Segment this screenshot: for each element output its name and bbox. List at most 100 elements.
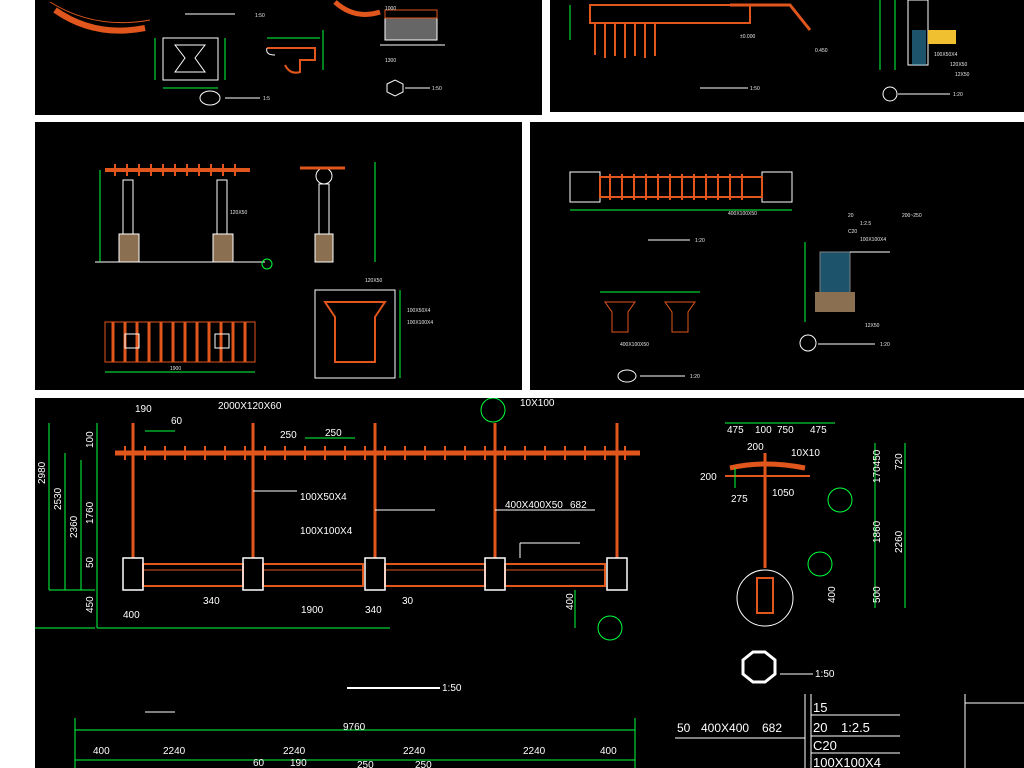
- scale-label: 1:20: [690, 374, 700, 380]
- spec-cell: C20: [813, 738, 837, 753]
- dim-label: 250: [357, 760, 374, 768]
- scale-label: 1:50: [255, 13, 265, 19]
- dim-label: 30: [402, 596, 414, 607]
- dim-label: 400: [123, 610, 140, 621]
- dim-label: 200: [747, 442, 764, 453]
- scale-label: 1:20: [953, 92, 963, 98]
- dim-label: 170450: [872, 449, 883, 483]
- dim-label: 10X10: [791, 448, 820, 459]
- tag-label: 10X100: [520, 398, 555, 409]
- note-label: 400X100X50: [728, 211, 757, 217]
- dim-label: 1900: [170, 366, 181, 372]
- dim-label: 2240: [523, 746, 546, 757]
- detail-marker-icon: [882, 86, 898, 102]
- detail-marker-icon: [386, 79, 404, 97]
- spec-label: C20: [848, 229, 857, 235]
- dim-label: 750: [777, 425, 794, 436]
- note-label: 120X50: [950, 62, 967, 68]
- spec-label: 20: [848, 213, 854, 219]
- top-beam-label: 2000X120X60: [218, 401, 282, 412]
- dim-label: 60: [171, 416, 183, 427]
- base-label: 400X400X50: [505, 500, 563, 511]
- panel-top-right: ±0.000 0.450 1:50 100X50X4 120X50 12X50 …: [550, 0, 1024, 112]
- scale-label: 1:50: [432, 86, 442, 92]
- spec-cell: 20: [813, 720, 827, 735]
- drawing-top-right: ±0.000 0.450 1:50 100X50X4 120X50 12X50 …: [569, 0, 970, 102]
- dim-label: 1760: [85, 501, 96, 524]
- panel-mid-left: 120X50 1900 120X50 100X50X4 100X100X4: [35, 122, 522, 390]
- section-marker-icon: [741, 650, 777, 684]
- dim-label: 2530: [53, 487, 64, 510]
- dim-label: 1000: [385, 6, 396, 12]
- purlin-label: 100X50X4: [300, 492, 347, 503]
- scale-label: 1:5: [263, 96, 270, 102]
- spec-label: 100X100X4: [860, 237, 886, 243]
- note-label: 12X50: [955, 72, 970, 78]
- dim-label: 500: [872, 586, 883, 603]
- dim-label: 475: [727, 425, 744, 436]
- dim-label: 2980: [37, 461, 48, 484]
- dim-label: 120X50: [230, 210, 247, 216]
- dim-label: 475: [810, 425, 827, 436]
- dim-label: 60: [253, 758, 265, 768]
- dim-label: 1860: [872, 520, 883, 543]
- dim-label: 400: [827, 586, 838, 603]
- dim-label: 200: [700, 472, 717, 483]
- detail-marker-icon: [597, 615, 623, 641]
- dim-label: 340: [203, 596, 220, 607]
- drawing-mid-right: 400X100X50 1:20 400X100X50 1:20 20 1:2.5…: [569, 171, 922, 383]
- scale-label: 1:20: [695, 238, 705, 244]
- dim-label: 682: [570, 500, 587, 511]
- dim-label: 250: [280, 430, 297, 441]
- dim-label: 400: [600, 746, 617, 757]
- dim-label: 250: [325, 428, 342, 439]
- dim-label: 2240: [403, 746, 426, 757]
- spec-cell: 15: [813, 700, 827, 715]
- detail-marker-icon: [617, 369, 637, 383]
- spec-label: 200~250: [902, 213, 922, 219]
- dim-label: 2360: [69, 515, 80, 538]
- dim-label: 100: [755, 425, 772, 436]
- total-width-label: 9760: [343, 722, 366, 733]
- dim-label: 275: [731, 494, 748, 505]
- drawing-mid-left: 120X50 1900 120X50 100X50X4 100X100X4: [95, 162, 433, 379]
- scale-label: 1:50: [442, 683, 462, 694]
- detail-marker-icon: [799, 334, 817, 352]
- level-label: ±0.000: [740, 34, 755, 40]
- dim-label: 400: [93, 746, 110, 757]
- spec-cell: 682: [762, 721, 782, 735]
- drawing-bottom: 2000X120X60 190 60 250 250 10X100 2980 2…: [35, 398, 1024, 768]
- spec-cell: 400X400: [701, 721, 749, 735]
- spec-label: 1:2.5: [860, 221, 871, 227]
- spec-cell: 1:2.5: [841, 720, 870, 735]
- dim-label: 1050: [772, 488, 795, 499]
- note-label: 100X50X4: [934, 52, 958, 58]
- dim-label: 100X50X4: [407, 308, 431, 314]
- dim-label: 50: [85, 556, 96, 568]
- spec-cell: 50: [677, 721, 691, 735]
- dim-label: 100: [85, 431, 96, 448]
- dim-label: 340: [365, 605, 382, 616]
- scale-label: 1:20: [880, 342, 890, 348]
- dim-label: 1900: [301, 605, 324, 616]
- dim-label: 190: [290, 758, 307, 768]
- dim-label: 2240: [283, 746, 306, 757]
- dim-label: 400: [565, 593, 576, 610]
- note-label: 400X100X50: [620, 342, 649, 348]
- scale-label: 1:50: [815, 669, 835, 680]
- dim-label: 250: [415, 760, 432, 768]
- dim-label: 450: [85, 596, 96, 613]
- dim-label: 1300: [385, 58, 396, 64]
- spec-label: 12X50: [865, 323, 880, 329]
- dim-label: 2240: [163, 746, 186, 757]
- panel-bottom: 2000X120X60 190 60 250 250 10X100 2980 2…: [35, 398, 1024, 768]
- dim-label: 720: [894, 453, 905, 470]
- dim-label: 2260: [894, 530, 905, 553]
- dim-label: 100X100X4: [407, 320, 433, 326]
- dim-label: 190: [135, 404, 152, 415]
- detail-marker-icon: [199, 90, 221, 106]
- panel-top-left: 1:50 1300 1000 1:5 1:50: [35, 0, 542, 115]
- panel-mid-right: 400X100X50 1:20 400X100X50 1:20 20 1:2.5…: [530, 122, 1024, 390]
- dim-label: 120X50: [365, 278, 382, 284]
- detail-marker-icon: [480, 398, 506, 423]
